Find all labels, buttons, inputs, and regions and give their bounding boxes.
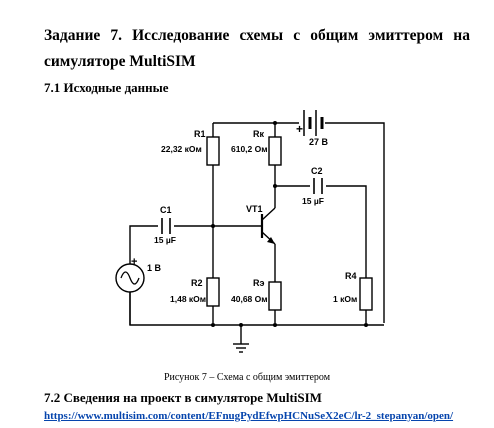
- battery-symbol: [299, 110, 325, 136]
- battery-label: 27 В: [309, 137, 329, 147]
- r4-name: R4: [345, 271, 357, 281]
- r2-value: 1,48 кОм: [170, 294, 206, 304]
- resistor-r4: [359, 277, 373, 311]
- battery-plus-sign: +: [296, 122, 303, 136]
- r2-name: R2: [191, 278, 203, 288]
- rk-name: Rк: [253, 129, 264, 139]
- c1-value: 15 µF: [154, 235, 176, 245]
- transistor-vt1: [260, 198, 276, 282]
- task-heading-line2: симуляторе MultiSIM: [44, 53, 196, 70]
- ground-icon: [233, 343, 249, 353]
- task-heading-line1: Задание 7. Исследование схемы с общим эм…: [44, 27, 470, 44]
- resistor-rk: [268, 136, 282, 166]
- capacitor-c2: [310, 178, 326, 194]
- c1-name: C1: [160, 205, 172, 215]
- section-heading-source-data: 7.1 Исходные данные: [44, 80, 169, 95]
- multisim-project-link[interactable]: https://www.multisim.com/content/EFnugPy…: [44, 410, 454, 422]
- re-value: 40,68 Ом: [231, 294, 268, 304]
- capacitor-c1: [158, 218, 174, 234]
- section-heading-project-info: 7.2 Сведения на проект в симуляторе Mult…: [44, 390, 322, 405]
- r4-value: 1 кОм: [333, 294, 357, 304]
- rk-value: 610,2 Ом: [231, 144, 268, 154]
- resistor-r2: [206, 277, 220, 307]
- vt1-name: VT1: [246, 204, 263, 214]
- source-plus-sign: +: [131, 256, 137, 268]
- resistor-re: [268, 281, 282, 311]
- resistor-r1: [206, 136, 220, 166]
- source-value: 1 В: [147, 263, 162, 273]
- ac-voltage-source: [115, 263, 145, 293]
- r1-name: R1: [194, 129, 206, 139]
- re-name: Rэ: [253, 278, 264, 288]
- c2-name: C2: [311, 166, 323, 176]
- circuit-wires: [129, 121, 385, 344]
- c2-value: 15 µF: [302, 196, 324, 206]
- figure-caption: Рисунок 7 – Схема с общим эмиттером: [163, 372, 331, 383]
- r1-value: 22,32 кОм: [161, 144, 202, 154]
